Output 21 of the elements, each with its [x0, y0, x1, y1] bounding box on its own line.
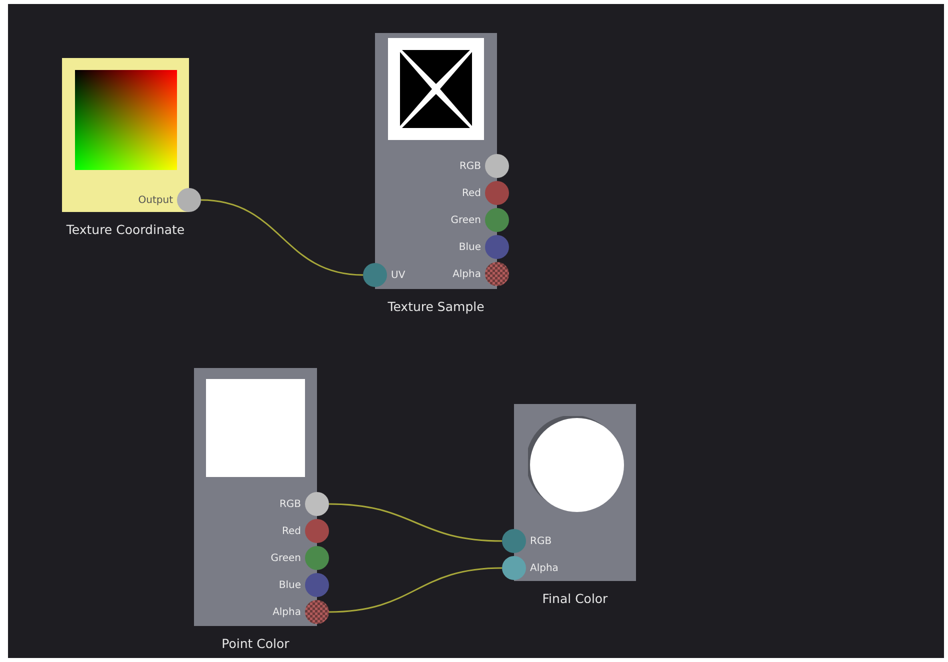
port-label: Green: [450, 214, 481, 226]
connector-wire: [328, 567, 502, 613]
connector-wire: [328, 503, 502, 542]
port-label: Alpha: [530, 562, 558, 574]
port-label: Output: [138, 194, 173, 206]
node-title: Texture Sample: [388, 299, 484, 314]
port-label: Red: [462, 188, 481, 198]
port-label: Green: [270, 552, 301, 564]
port-label: Alpha: [452, 268, 481, 280]
port-label: RGB: [530, 536, 552, 546]
node-title: Point Color: [222, 636, 290, 651]
connector-wire: [200, 199, 364, 276]
node-title: Final Color: [542, 591, 608, 606]
port-label: RGB: [279, 498, 301, 510]
port-label: Blue: [278, 580, 301, 590]
port-label: UV: [391, 270, 406, 280]
port-label: Blue: [458, 242, 481, 252]
port-label: Red: [282, 526, 301, 536]
port-label: Alpha: [272, 606, 301, 618]
port-label: RGB: [459, 160, 481, 172]
node-title: Texture Coordinate: [66, 222, 185, 237]
